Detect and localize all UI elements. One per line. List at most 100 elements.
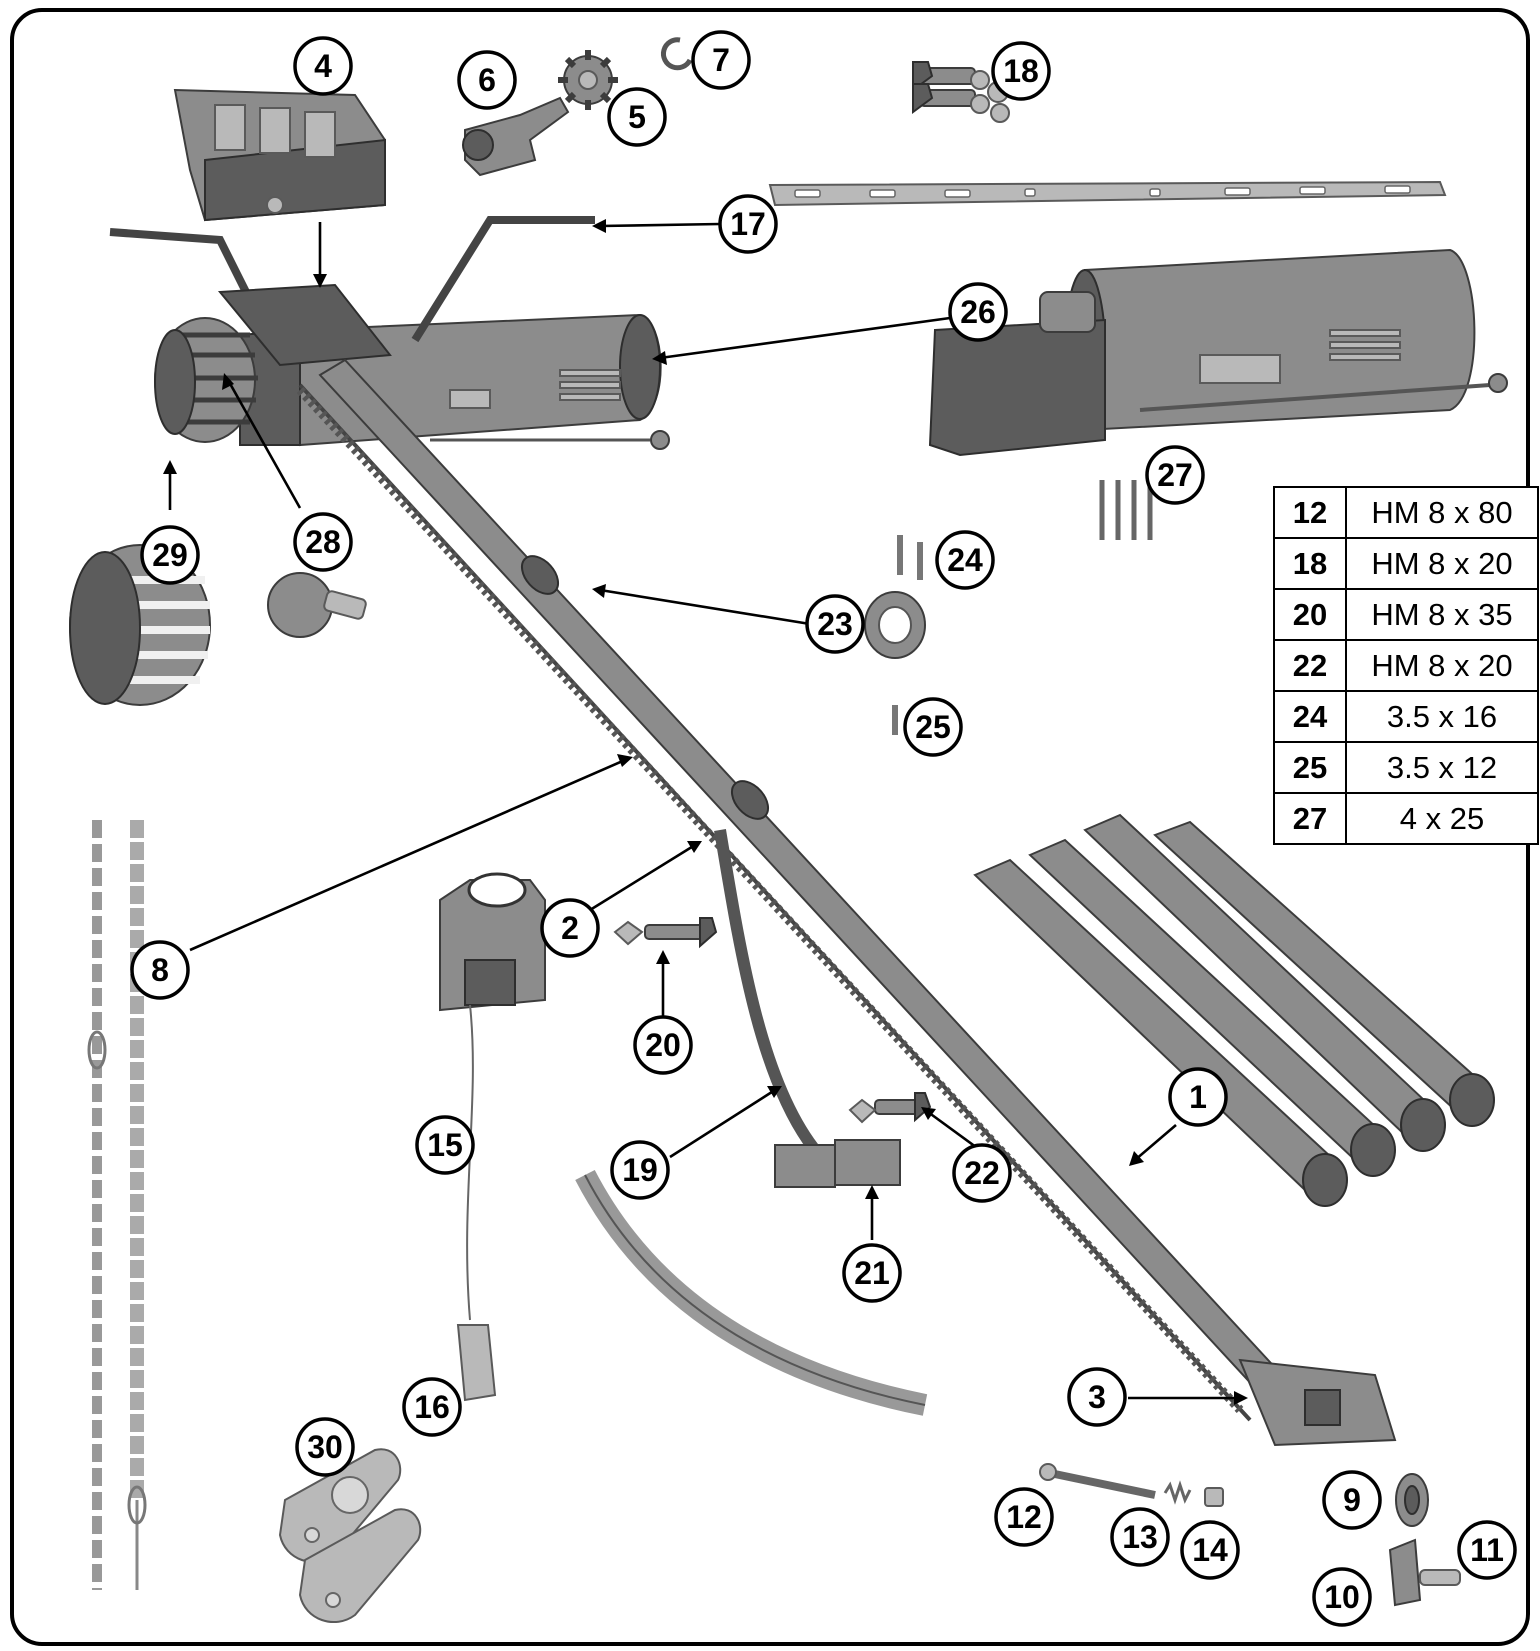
callout-16: 16: [402, 1377, 462, 1437]
callout-11-label: 11: [1470, 1532, 1504, 1568]
callout-23-label: 23: [817, 606, 853, 642]
callout-1-label: 1: [1189, 1079, 1207, 1115]
rail-end-bracket-part: [1238, 1358, 1397, 1447]
callout-20: 20: [633, 1015, 693, 1075]
leader-26: [659, 316, 951, 360]
screw-set-24-part: [897, 535, 923, 580]
spec-part-number: 25: [1273, 741, 1347, 794]
leader-17: [599, 222, 721, 228]
table-row: 27 4 x 25: [1273, 792, 1539, 845]
leader-2: [589, 843, 696, 912]
leader-22: [927, 1110, 981, 1152]
screw-set-27-part: [1099, 480, 1153, 540]
table-row: 24 3.5 x 16: [1273, 690, 1539, 743]
callout-26-label: 26: [960, 294, 996, 330]
callout-21: 21: [842, 1243, 902, 1303]
fastener-spec-table: 12 HM 8 x 80 18 HM 8 x 20 20 HM 8 x 35 2…: [1273, 486, 1539, 845]
light-cover-cage-part: [69, 544, 211, 706]
callout-12: 12: [994, 1487, 1054, 1547]
callout-25-label: 25: [915, 709, 951, 745]
release-cord-part: [456, 1004, 497, 1402]
e-clip-part: [660, 37, 693, 71]
callout-3: 3: [1067, 1367, 1127, 1427]
sprocket-gear-part: [558, 50, 618, 110]
callout-28-label: 28: [305, 524, 341, 560]
spec-size: 4 x 25: [1345, 792, 1539, 845]
sprocket-coupler-part: [462, 96, 570, 177]
callout-17: 17: [718, 194, 778, 254]
callout-9-label: 9: [1343, 1482, 1361, 1518]
callout-8: 8: [130, 940, 190, 1000]
mounting-strap-part: [768, 180, 1447, 207]
callout-5: 5: [607, 87, 667, 147]
callout-10: 10: [1312, 1567, 1372, 1627]
table-row: 25 3.5 x 12: [1273, 741, 1539, 794]
spec-size: HM 8 x 80: [1345, 486, 1539, 539]
callout-21-label: 21: [854, 1255, 890, 1291]
callout-8-label: 8: [151, 952, 169, 988]
callout-2-label: 2: [561, 910, 579, 946]
bolt-20-part: [613, 917, 718, 949]
rail-tubes-part: [973, 813, 1495, 1207]
callout-18: 18: [991, 41, 1051, 101]
callout-19-label: 19: [622, 1152, 658, 1188]
spec-size: 3.5 x 16: [1345, 690, 1539, 743]
callout-15-label: 15: [427, 1127, 463, 1163]
light-bulb-part: [267, 572, 367, 638]
spec-part-number: 27: [1273, 792, 1347, 845]
callout-19: 19: [610, 1140, 670, 1200]
spec-size: 3.5 x 12: [1345, 741, 1539, 794]
ring-nut-part: [864, 591, 926, 659]
callout-24-label: 24: [947, 542, 983, 578]
callout-9: 9: [1322, 1470, 1382, 1530]
callout-22: 22: [952, 1143, 1012, 1203]
table-row: 18 HM 8 x 20: [1273, 537, 1539, 590]
callout-18-label: 18: [1003, 53, 1039, 89]
leader-28: [226, 379, 302, 509]
callout-27-label: 27: [1157, 457, 1193, 493]
callout-26: 26: [948, 282, 1008, 342]
callout-11: 11: [1457, 1520, 1517, 1580]
callout-13-label: 13: [1122, 1519, 1158, 1555]
chain-part: [87, 820, 147, 1590]
control-module-part: [173, 88, 386, 222]
callout-14-label: 14: [1192, 1532, 1228, 1568]
callout-14: 14: [1180, 1520, 1240, 1580]
callout-27: 27: [1145, 445, 1205, 505]
callout-7: 7: [691, 30, 751, 90]
motor-unit-right: [928, 248, 1508, 457]
callout-4-label: 4: [314, 48, 332, 84]
spec-size: HM 8 x 20: [1345, 639, 1539, 692]
callout-1: 1: [1168, 1067, 1228, 1127]
spec-part-number: 20: [1273, 588, 1347, 641]
callout-15: 15: [415, 1115, 475, 1175]
callout-13: 13: [1110, 1507, 1170, 1567]
spec-size: HM 8 x 35: [1345, 588, 1539, 641]
spec-part-number: 12: [1273, 486, 1347, 539]
spec-size: HM 8 x 20: [1345, 537, 1539, 590]
leader-19: [669, 1088, 776, 1159]
spec-part-number: 24: [1273, 690, 1347, 743]
leader-8: [189, 758, 626, 952]
pin-spring-spacer-part: [1039, 1463, 1224, 1507]
bolt-22-part: [848, 1092, 932, 1124]
callout-24: 24: [935, 530, 995, 590]
callout-2: 2: [540, 898, 600, 958]
callout-3-label: 3: [1088, 1379, 1106, 1415]
remote-controls-part: [278, 1448, 422, 1624]
callout-30-label: 30: [307, 1429, 343, 1465]
table-row: 12 HM 8 x 80: [1273, 486, 1539, 539]
spec-part-number: 18: [1273, 537, 1347, 590]
pulley-plate-pin-part: [1388, 1473, 1461, 1607]
callout-25: 25: [903, 697, 963, 757]
callout-20-label: 20: [645, 1027, 681, 1063]
callout-17-label: 17: [730, 206, 766, 242]
table-row: 22 HM 8 x 20: [1273, 639, 1539, 692]
callout-6-label: 6: [478, 62, 496, 98]
callout-12-label: 12: [1006, 1499, 1042, 1535]
strap-bracket-part: [109, 216, 595, 367]
callout-7-label: 7: [712, 42, 730, 78]
callout-28: 28: [293, 512, 353, 572]
callout-29-label: 29: [152, 537, 188, 573]
